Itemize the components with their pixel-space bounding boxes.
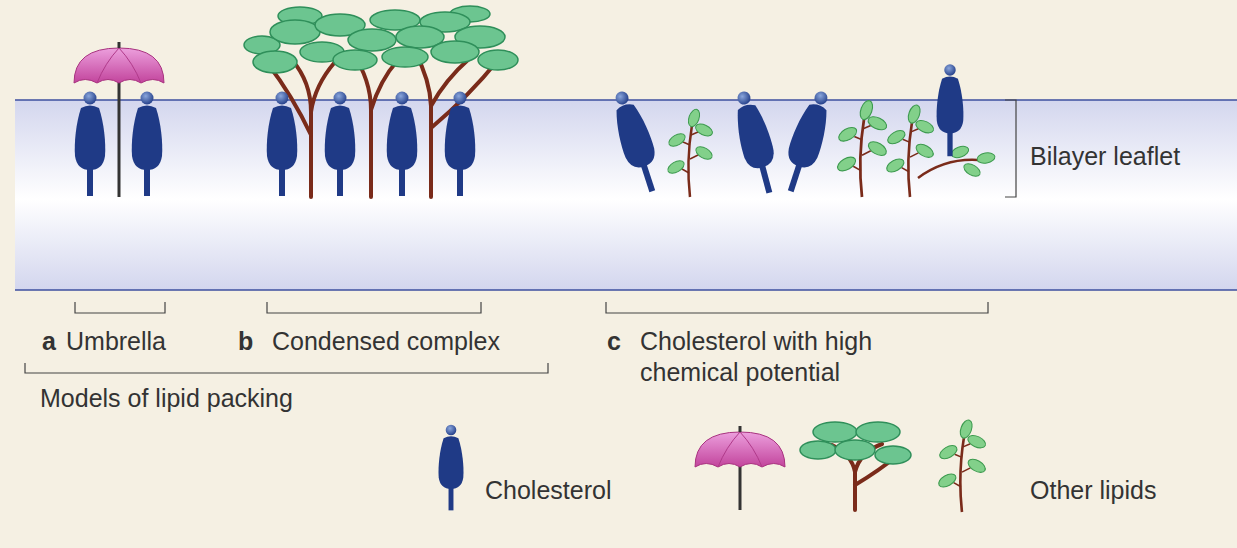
legend-tree-lipid	[800, 422, 911, 510]
panel-title: Umbrella	[66, 326, 166, 357]
tree-canopy	[244, 6, 518, 73]
legend-sprout-lipid	[936, 418, 987, 512]
panel-letter: c	[607, 326, 621, 357]
region-label: Bilayer leaflet	[1030, 141, 1180, 172]
group-label: Models of lipid packing	[40, 383, 293, 414]
membrane-line	[15, 289, 1237, 291]
cholesterol-symbol	[132, 92, 163, 197]
cholesterol-symbol	[325, 92, 356, 197]
umbrella-lipid	[74, 42, 164, 83]
panel-title: Condensed complex	[272, 326, 500, 357]
tree-trunks	[268, 52, 498, 197]
panel-letter: b	[238, 326, 253, 357]
legend-umbrella-lipid	[695, 426, 785, 467]
cholesterol-symbol	[267, 92, 298, 197]
cholesterol-symbol	[937, 64, 964, 156]
panel-title: Cholesterol with high chemical potential	[640, 326, 915, 388]
cholesterol-symbol	[445, 92, 476, 197]
cholesterol-symbol	[776, 87, 837, 196]
sprout-lipid	[666, 108, 715, 197]
cholesterol-symbol	[75, 92, 106, 197]
sprout-lipid	[918, 144, 996, 179]
panel-letter: a	[42, 326, 56, 357]
cholesterol-symbol	[387, 92, 418, 197]
sprout-lipid	[835, 99, 888, 197]
sprout-lipid	[884, 103, 935, 197]
cholesterol-symbol	[728, 88, 785, 197]
legend-text: Cholesterol	[485, 475, 611, 506]
cholesterol-symbol	[605, 87, 666, 196]
legend-text: Other lipids	[1030, 475, 1156, 506]
legend-cholesterol-symbol	[438, 425, 463, 511]
